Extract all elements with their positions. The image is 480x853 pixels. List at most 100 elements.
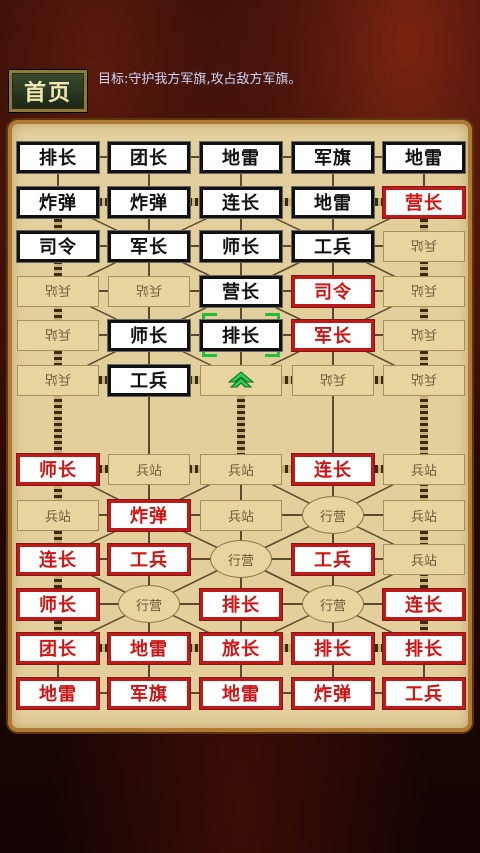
railway-segment xyxy=(241,198,333,206)
station-label: 兵站 xyxy=(319,370,346,386)
station-cell[interactable]: 兵站 xyxy=(383,543,465,575)
red-piece[interactable]: 团长 xyxy=(17,632,99,664)
red-piece[interactable]: 连长 xyxy=(292,453,374,485)
station-cell[interactable]: 兵站 xyxy=(292,364,374,396)
railway-segment xyxy=(333,198,424,206)
camp-cell[interactable]: 行营 xyxy=(118,585,180,623)
railway-segment xyxy=(333,465,424,473)
railway-segment xyxy=(237,380,245,469)
railway-segment xyxy=(420,202,428,246)
railway-segment xyxy=(420,291,428,335)
red-piece[interactable]: 排长 xyxy=(383,632,465,664)
black-piece[interactable]: 工兵 xyxy=(292,230,374,262)
camp-cell[interactable]: 行营 xyxy=(302,496,364,534)
black-piece[interactable]: 团长 xyxy=(108,141,190,173)
red-piece[interactable]: 排长 xyxy=(292,632,374,664)
black-piece[interactable]: 排长 xyxy=(17,141,99,173)
black-piece[interactable]: 工兵 xyxy=(108,364,190,396)
station-cell[interactable]: 兵站 xyxy=(383,230,465,262)
railway-segment xyxy=(58,644,149,652)
station-cell[interactable]: 兵站 xyxy=(108,275,190,307)
red-piece[interactable]: 师长 xyxy=(17,588,99,620)
black-piece[interactable]: 地雷 xyxy=(292,186,374,218)
red-piece[interactable]: 地雷 xyxy=(17,677,99,709)
railway-segment xyxy=(58,198,149,206)
black-piece[interactable]: 师长 xyxy=(200,230,282,262)
camp-label: 行营 xyxy=(319,509,346,525)
camp-label: 行营 xyxy=(227,553,254,569)
station-cell[interactable]: 兵站 xyxy=(200,453,282,485)
station-label: 兵站 xyxy=(410,553,437,569)
railway-segment xyxy=(54,335,62,380)
red-piece[interactable]: 军长 xyxy=(292,319,374,351)
station-label: 兵站 xyxy=(410,370,437,386)
black-piece[interactable]: 地雷 xyxy=(383,141,465,173)
railway-segment xyxy=(54,559,62,604)
station-label: 兵站 xyxy=(135,463,162,479)
railway-segment xyxy=(420,469,428,515)
red-piece[interactable]: 炸弹 xyxy=(292,677,374,709)
station-cell[interactable] xyxy=(200,364,282,396)
black-piece[interactable]: 营长 xyxy=(200,275,282,307)
station-cell[interactable]: 兵站 xyxy=(17,499,99,531)
red-piece[interactable]: 工兵 xyxy=(383,677,465,709)
station-label: 兵站 xyxy=(227,463,254,479)
railway-segment xyxy=(420,335,428,380)
black-piece[interactable]: 军长 xyxy=(108,230,190,262)
black-piece[interactable]: 炸弹 xyxy=(17,186,99,218)
objective-text: 目标:守护我方军旗,攻占敌方军旗。 xyxy=(98,72,302,87)
camp-cell[interactable]: 行营 xyxy=(210,540,272,578)
station-label: 兵站 xyxy=(135,281,162,297)
red-piece[interactable]: 旅长 xyxy=(200,632,282,664)
railway-segment xyxy=(149,644,241,652)
station-cell[interactable]: 兵站 xyxy=(17,364,99,396)
camp-label: 行营 xyxy=(135,598,162,614)
station-label: 兵站 xyxy=(410,509,437,525)
railway-segment xyxy=(241,376,333,384)
station-label: 兵站 xyxy=(44,325,71,341)
red-piece[interactable]: 连长 xyxy=(17,543,99,575)
black-piece[interactable]: 地雷 xyxy=(200,141,282,173)
station-cell[interactable]: 兵站 xyxy=(108,453,190,485)
red-piece[interactable]: 工兵 xyxy=(108,543,190,575)
station-cell[interactable]: 兵站 xyxy=(200,499,282,531)
railway-segment xyxy=(420,604,428,648)
black-piece[interactable]: 炸弹 xyxy=(108,186,190,218)
railway-segment xyxy=(54,515,62,559)
railway-segment xyxy=(420,559,428,604)
railway-segment xyxy=(333,644,424,652)
station-cell[interactable]: 兵站 xyxy=(383,319,465,351)
black-piece[interactable]: 连长 xyxy=(200,186,282,218)
black-piece[interactable]: 师长 xyxy=(108,319,190,351)
black-piece[interactable]: 司令 xyxy=(17,230,99,262)
railway-segment xyxy=(58,376,149,384)
railway-segment xyxy=(333,376,424,384)
red-piece[interactable]: 排长 xyxy=(200,588,282,620)
red-piece[interactable]: 军旗 xyxy=(108,677,190,709)
station-cell[interactable]: 兵站 xyxy=(383,364,465,396)
black-piece[interactable]: 排长 xyxy=(200,319,282,351)
railway-segment xyxy=(58,465,149,473)
camp-cell[interactable]: 行营 xyxy=(302,585,364,623)
red-piece[interactable]: 师长 xyxy=(17,453,99,485)
railway-segment xyxy=(54,291,62,335)
red-piece[interactable]: 营长 xyxy=(383,186,465,218)
station-cell[interactable]: 兵站 xyxy=(383,453,465,485)
railway-segment xyxy=(54,246,62,291)
red-piece[interactable]: 连长 xyxy=(383,588,465,620)
home-button[interactable]: 首页 xyxy=(9,70,87,112)
railway-segment xyxy=(54,469,62,515)
station-label: 兵站 xyxy=(44,370,71,386)
railway-segment xyxy=(149,198,241,206)
red-piece[interactable]: 工兵 xyxy=(292,543,374,575)
red-piece[interactable]: 地雷 xyxy=(108,632,190,664)
station-cell[interactable]: 兵站 xyxy=(17,319,99,351)
station-cell[interactable]: 兵站 xyxy=(17,275,99,307)
red-piece[interactable]: 地雷 xyxy=(200,677,282,709)
black-piece[interactable]: 军旗 xyxy=(292,141,374,173)
station-cell[interactable]: 兵站 xyxy=(383,275,465,307)
red-piece[interactable]: 司令 xyxy=(292,275,374,307)
station-cell[interactable]: 兵站 xyxy=(383,499,465,531)
red-piece[interactable]: 炸弹 xyxy=(108,499,190,531)
railway-segment xyxy=(54,202,62,246)
